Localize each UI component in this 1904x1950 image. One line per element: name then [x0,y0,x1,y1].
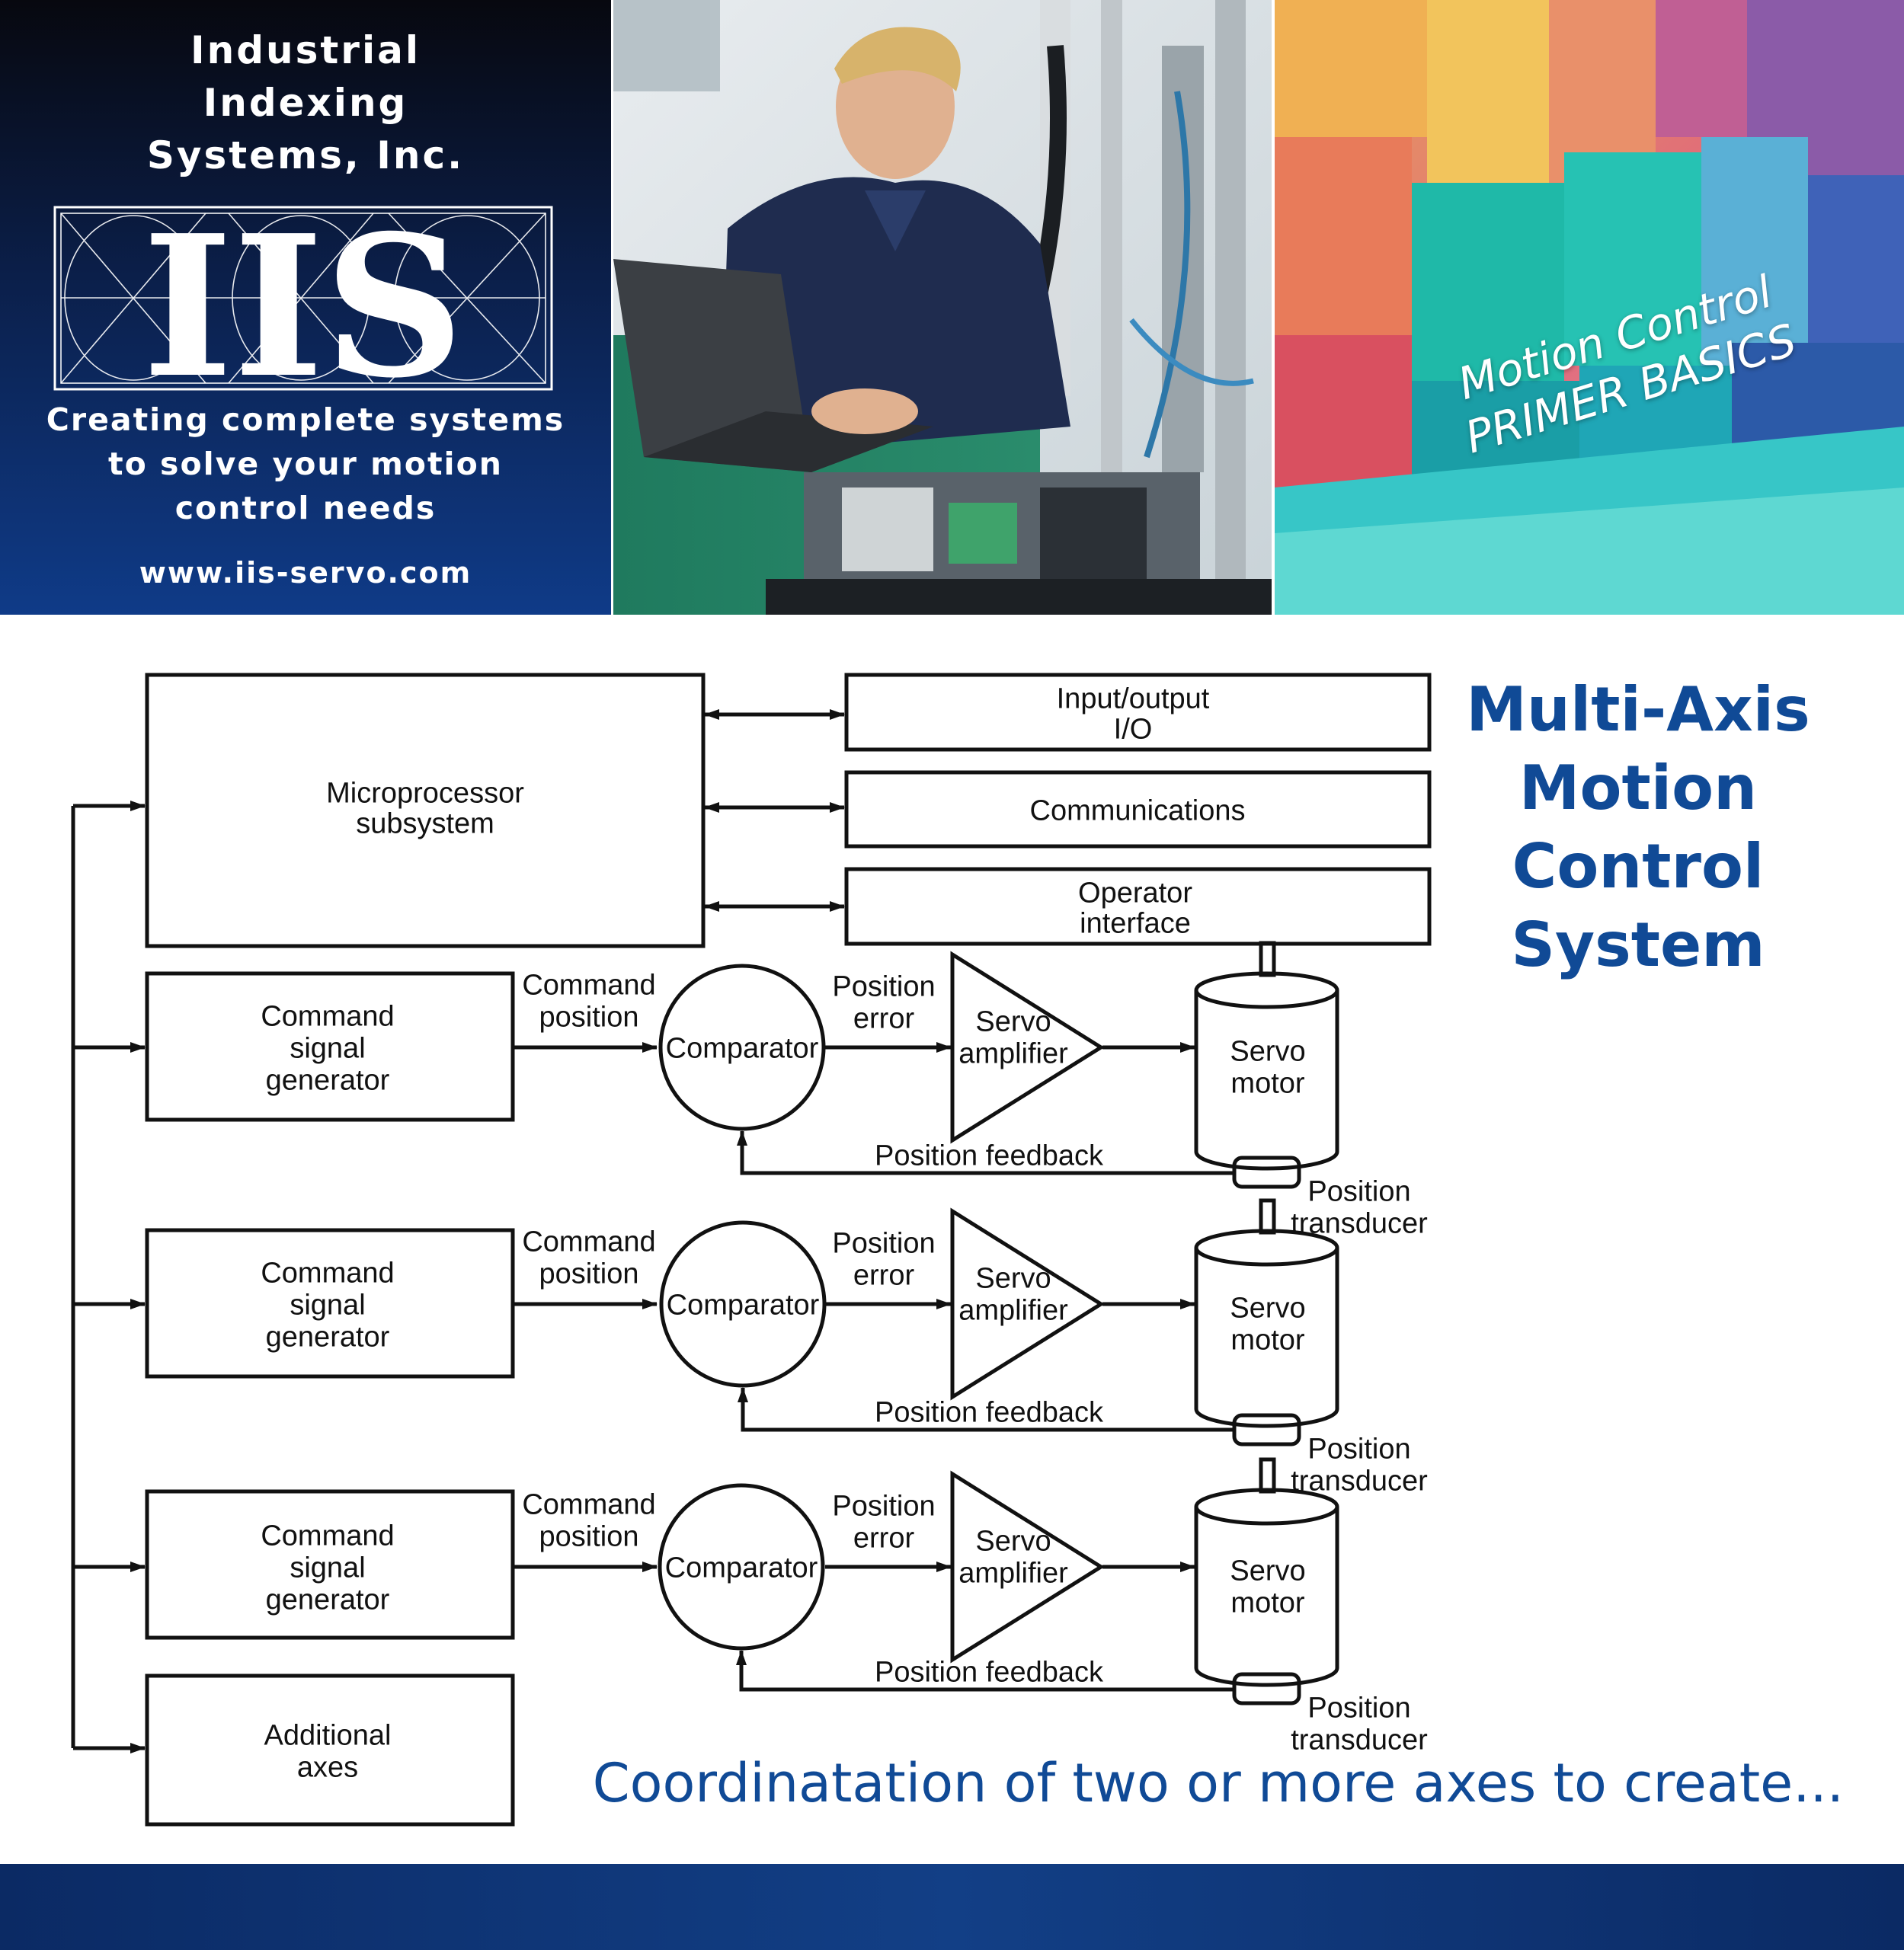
comparator-label: Comparator [665,1552,818,1584]
servo-motor-top-rim [1194,1247,1339,1267]
position-feedback-label: Position feedback [875,1656,1104,1688]
brand-panel: Industrial Indexing Systems, Inc. IIS [0,0,611,615]
servo-motor-top-rim [1194,989,1339,1009]
servo-amplifier-triangle [950,951,1105,1144]
comparator-label: Comparator [666,1032,819,1064]
additional-axes-block [145,1673,515,1827]
servo-motor-top-rim [1194,1506,1339,1526]
servo-motor-body [1194,1229,1339,1428]
side-title-line: Motion [1518,753,1758,823]
io-block [844,673,1432,752]
tagline: Creating complete systems to solve your … [0,398,611,530]
footer-bar [0,1864,1904,1950]
position-feedback-label: Position feedback [875,1396,1104,1428]
motor-shaft [1259,1198,1276,1235]
position-feedback-label: Position feedback [875,1140,1104,1172]
comparator-circle [659,1220,827,1388]
microprocessor-block [145,673,706,948]
position-feedback-arrow [737,1130,1234,1175]
website-link[interactable]: www.iis-servo.com [139,556,472,590]
position-transducer-block [1232,1156,1301,1189]
colorful-blocks-art [1275,0,1904,615]
motor-shaft [1259,1457,1276,1494]
side-title-line: Multi-Axis [1466,674,1810,745]
engineer-photo [613,0,1272,615]
company-name: Industrial Indexing Systems, Inc. [0,24,611,182]
servo-motor-body [1194,1488,1339,1687]
tagline-line: Creating complete systems [46,401,565,438]
iis-logo: IIS [53,206,553,391]
side-title: Multi-Axis Motion Control System [1440,670,1836,984]
servo-amplifier-triangle [950,1207,1105,1401]
comparator-circle [658,1483,825,1651]
company-line: Indexing [203,81,408,125]
header-banner: Industrial Indexing Systems, Inc. IIS [0,0,1904,615]
company-line: Systems, Inc. [146,133,465,177]
servo-motor-body [1194,971,1339,1171]
comparator-circle [658,964,826,1131]
motor-shaft [1259,941,1276,977]
logo-letters: IIS [142,206,465,391]
comparator-label: Comparator [667,1289,820,1321]
position-transducer-block [1232,1672,1301,1705]
operator-interface-block [844,867,1432,946]
tagline-line: to solve your motion [108,446,503,482]
position-feedback-arrow [736,1650,1234,1692]
servo-amplifier-triangle [950,1470,1105,1664]
position-feedback-arrow [738,1387,1234,1432]
side-title-line: System [1511,909,1765,980]
side-title-line: Control [1512,831,1765,902]
company-line: Industrial [190,28,421,72]
caption: Coordinatation of two or more axes to cr… [592,1752,1844,1814]
position-transducer-block [1232,1413,1301,1447]
tagline-line: control needs [174,490,437,526]
command-signal-generator-block [145,1489,515,1640]
communications-block [844,770,1432,849]
communications-label: Communications [1030,794,1246,826]
